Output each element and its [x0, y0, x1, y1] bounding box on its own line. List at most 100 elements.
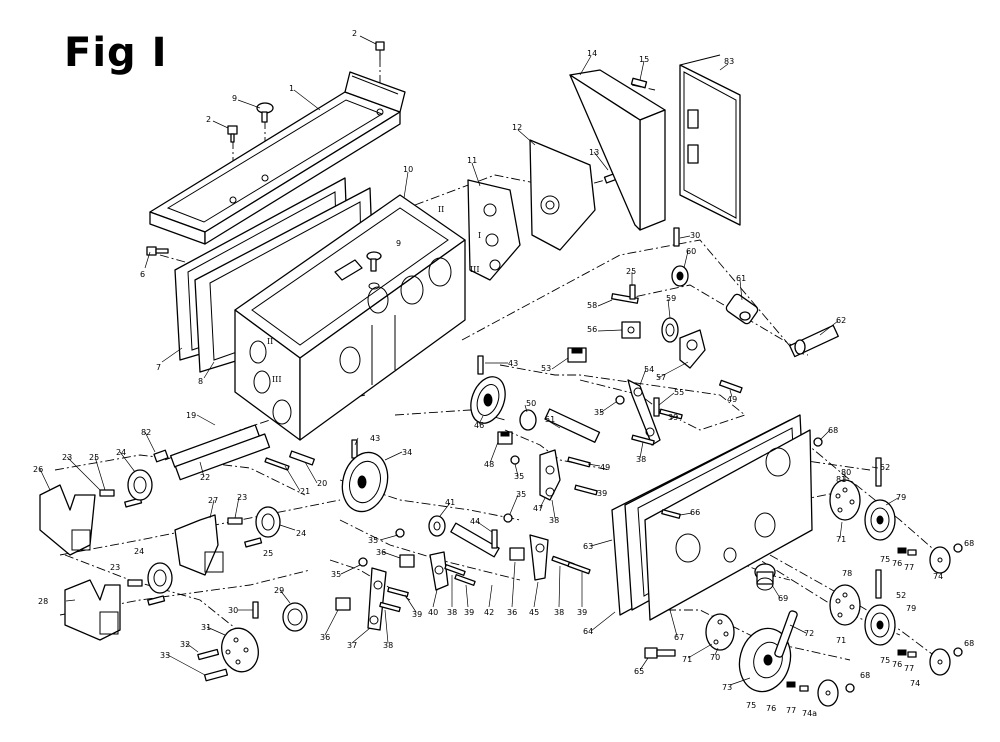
callout: 10: [403, 165, 413, 174]
callout: 39: [464, 608, 474, 617]
screw-25-c: [147, 595, 166, 606]
callout: 45: [529, 608, 539, 617]
panel-67: [644, 429, 813, 621]
callout: 35: [594, 408, 604, 417]
screw-35-d: [395, 528, 405, 538]
callout: 40: [428, 608, 438, 617]
callout: 75: [880, 555, 890, 564]
handwheel-34: [341, 451, 389, 513]
pin-49-b: [567, 456, 591, 468]
callout: 27: [208, 496, 218, 505]
callout: 30: [690, 231, 700, 240]
callout: 66: [690, 508, 700, 517]
callout: 51: [545, 415, 555, 424]
disc-80: [829, 479, 861, 521]
callout: 20: [317, 479, 327, 488]
callout: 41: [445, 498, 455, 507]
fork-28: [64, 579, 121, 641]
callout: 38: [447, 608, 457, 617]
disc-74-b: [929, 648, 951, 676]
block-56: [621, 321, 641, 339]
leader-lines: [39, 35, 899, 686]
callout: 29: [274, 586, 284, 595]
callout: 54: [644, 365, 654, 374]
spring-76-a: [897, 547, 907, 554]
callout: 35: [514, 472, 524, 481]
callout: 8: [198, 377, 203, 386]
fork-26: [39, 484, 96, 556]
screw-35-e: [358, 557, 368, 567]
screw-25-b: [244, 537, 263, 548]
collar-50: [519, 409, 537, 431]
screw-82: [153, 449, 169, 463]
callout: 75: [746, 701, 756, 710]
callout: 12: [512, 123, 522, 132]
roman-labels: I II III II III: [267, 205, 481, 384]
pin-43-upper: [477, 355, 484, 375]
lever-37: [367, 567, 387, 631]
figure-title: Fig I: [64, 30, 168, 76]
disc-78: [829, 584, 861, 626]
callout: 2: [206, 115, 211, 124]
callout: 50: [526, 399, 536, 408]
bushing-69: [754, 563, 776, 591]
gear-79-lower: [864, 604, 896, 646]
callout: 70: [710, 653, 720, 662]
callout: 23: [110, 563, 120, 572]
callout: 9: [396, 239, 401, 248]
hub-24-a: [127, 469, 153, 501]
pin-49-upper: [718, 379, 743, 394]
pin-32: [197, 648, 220, 661]
callout: 38: [549, 516, 559, 525]
roman-label: II: [267, 337, 273, 346]
callout: 74a: [802, 709, 817, 718]
callout: 68: [828, 426, 838, 435]
screw-66: [661, 509, 681, 519]
callout: 36: [320, 633, 330, 642]
roman-label: III: [470, 265, 479, 274]
screw-35-b: [510, 455, 520, 465]
roman-label: III: [272, 375, 281, 384]
spring-76-b: [897, 649, 907, 656]
callout: 36: [376, 548, 386, 557]
callout: 60: [686, 247, 696, 256]
screw-68-c: [953, 647, 963, 657]
callout: 30: [228, 606, 238, 615]
callout: 81: [836, 475, 846, 484]
callout: 44: [470, 517, 480, 526]
callout: 24: [296, 529, 306, 538]
callout: 14: [587, 49, 597, 58]
callout: 71: [836, 636, 846, 645]
pin-39-c: [454, 574, 476, 586]
callout: 57: [656, 373, 666, 382]
roman-label: II: [438, 205, 444, 214]
gear-59: [661, 317, 679, 343]
screw-2-left: [227, 125, 238, 143]
pin-39-b: [574, 484, 598, 496]
callout: 39: [597, 489, 607, 498]
callout: 76: [892, 660, 902, 669]
callout: 6: [140, 270, 145, 279]
screw-77-c: [799, 685, 809, 692]
hub-24-b: [255, 506, 281, 538]
callout: 43: [370, 434, 380, 443]
part-top-cover: [149, 71, 406, 245]
screw-77-a: [907, 549, 917, 556]
lever-47: [539, 449, 561, 501]
center-lines: [54, 58, 941, 661]
callout: 73: [722, 683, 732, 692]
callout: 82: [141, 428, 151, 437]
callout: 71: [836, 535, 846, 544]
callout: 11: [467, 156, 477, 165]
callout: 24: [134, 547, 144, 556]
pin-25-upper: [629, 284, 636, 300]
pin-38-b: [444, 564, 466, 576]
lever-54: [627, 379, 661, 446]
shaft-42: [450, 522, 500, 558]
callout: 68: [964, 639, 974, 648]
callout: 74: [910, 679, 920, 688]
callout: 38: [636, 455, 646, 464]
key-23-b: [227, 517, 243, 525]
pin-44: [491, 529, 498, 549]
